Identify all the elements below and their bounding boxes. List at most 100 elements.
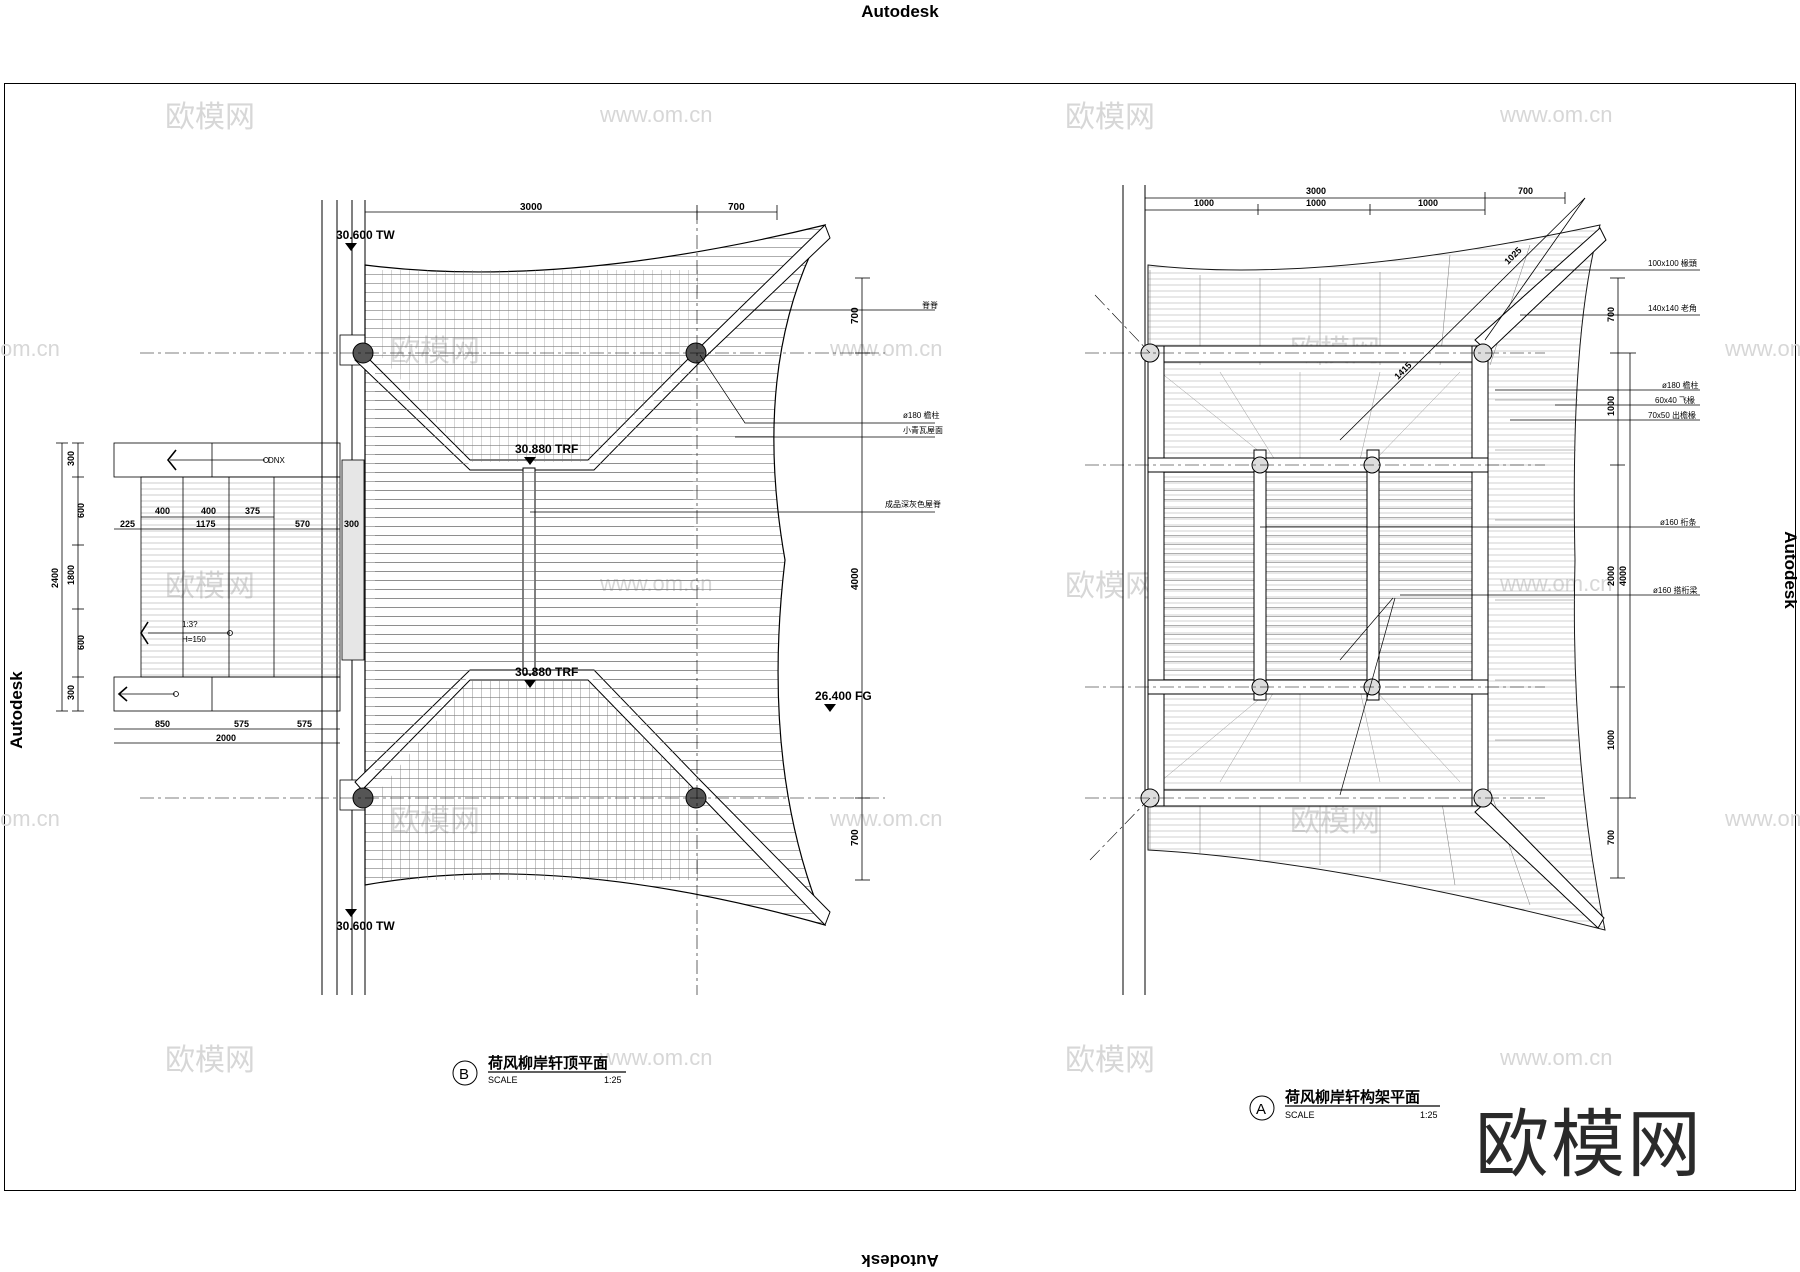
svg-text:荷风柳岸轩顶平面: 荷风柳岸轩顶平面 (488, 1054, 608, 1072)
site-watermark: www.om.cn (829, 336, 942, 361)
svg-text:400: 400 (201, 506, 216, 516)
right-dims-a (1610, 277, 1636, 879)
svg-text:700: 700 (728, 202, 745, 213)
top-dims-a (1144, 192, 1566, 215)
svg-text:700: 700 (1518, 186, 1533, 196)
svg-text:300: 300 (66, 685, 76, 700)
site-watermark: www.om.cn (1499, 102, 1612, 127)
svg-text:1175: 1175 (196, 519, 216, 529)
svg-text:30.880 TRF: 30.880 TRF (515, 442, 578, 456)
site-watermark: om.cn (0, 806, 60, 831)
brand-logo-text: 欧模网 (1475, 1102, 1703, 1188)
drawing-frame (4, 83, 1796, 1191)
svg-text:3000: 3000 (520, 202, 543, 213)
plan-a-framing: 3000 700 1000 1000 1000 1025 1415 (1085, 185, 1700, 1121)
elevation-markers: 30.600 TW 30.880 TRF 30.880 TRF 26.400 F… (336, 228, 872, 933)
site-watermark: om.cn (0, 336, 60, 361)
right-dim-labels: 700 4000 700 (850, 307, 861, 846)
svg-text:700: 700 (850, 307, 861, 324)
svg-text:SCALE: SCALE (1285, 1110, 1315, 1120)
svg-text:小青瓦屋面: 小青瓦屋面 (903, 425, 943, 435)
watermark-top: Autodesk (861, 2, 939, 21)
svg-text:700: 700 (1606, 830, 1616, 845)
svg-text:1000: 1000 (1418, 198, 1438, 208)
svg-text:575: 575 (234, 719, 249, 729)
svg-text:ø160 搭桁梁: ø160 搭桁梁 (1653, 585, 1697, 595)
svg-text:3000: 3000 (1306, 186, 1326, 196)
logo-watermark: 欧模网 (165, 1044, 255, 1077)
centerlines-a (1085, 294, 1545, 861)
stair-left-dim-labels: 300 600 1800 600 300 2400 (50, 451, 86, 700)
plan-a-title-block: A 荷风柳岸轩构架平面 SCALE 1:25 (1249, 1088, 1440, 1121)
svg-text:ø180 檐柱: ø180 檐柱 (1662, 380, 1698, 390)
site-watermark: www.om.cn (1724, 336, 1800, 361)
svg-text:300: 300 (344, 519, 359, 529)
svg-text:ø160 桁条: ø160 桁条 (1660, 517, 1696, 527)
svg-text:300: 300 (66, 451, 76, 466)
stair-plan (113, 442, 341, 712)
site-watermark: www.om.cn (1724, 806, 1800, 831)
svg-text:140x140 老角: 140x140 老角 (1648, 303, 1697, 313)
top-dim-labels-a: 3000 700 1000 1000 1000 (1194, 186, 1533, 208)
stair-left-dims (56, 442, 84, 712)
svg-text:荷风柳岸轩构架平面: 荷风柳岸轩构架平面 (1285, 1088, 1420, 1106)
right-dim-labels-a: 700 1000 2000 4000 1000 700 (1606, 307, 1628, 845)
svg-text:1:25: 1:25 (604, 1075, 622, 1085)
plan-b-title-block: B 荷风柳岸轩顶平面 SCALE 1:25 (452, 1054, 626, 1086)
inner-fans (1159, 371, 1461, 783)
svg-text:375: 375 (245, 506, 260, 516)
note-leaders-a (1260, 269, 1700, 796)
svg-text:1000: 1000 (1606, 396, 1616, 416)
notes: 脊脊 ø180 檐柱 小青瓦屋面 成品深灰色屋脊 (885, 300, 943, 509)
columns (352, 342, 707, 809)
notes-a: 100x100 椽頭 140x140 老角 ø180 檐柱 60x40 飞椽 7… (1648, 258, 1698, 595)
svg-text:H=150: H=150 (182, 635, 206, 644)
svg-text:570: 570 (295, 519, 310, 529)
svg-text:26.400 FG: 26.400 FG (815, 689, 872, 703)
svg-text:DNX: DNX (268, 456, 286, 465)
svg-text:30.880 TRF: 30.880 TRF (515, 665, 578, 679)
svg-text:700: 700 (1606, 307, 1616, 322)
svg-text:400: 400 (155, 506, 170, 516)
note-leaders (530, 309, 935, 513)
svg-text:成品深灰色屋脊: 成品深灰色屋脊 (885, 499, 941, 509)
plan-b-roof: 3000 700 700 4000 700 脊脊 ø180 檐柱 小青瓦屋面 (50, 200, 943, 1086)
svg-text:600: 600 (76, 503, 86, 518)
svg-text:4000: 4000 (1618, 566, 1628, 586)
svg-text:ø180 檐柱: ø180 檐柱 (903, 410, 939, 420)
svg-text:600: 600 (76, 635, 86, 650)
svg-text:脊脊: 脊脊 (922, 300, 938, 310)
svg-text:30.600 TW: 30.600 TW (336, 228, 395, 242)
logo-watermark: 欧模网 (1065, 101, 1155, 134)
svg-text:70x50 出檐椽: 70x50 出檐椽 (1648, 410, 1696, 420)
logo-watermark: 欧模网 (1065, 1044, 1155, 1077)
site-watermark: www.om.cn (599, 1045, 712, 1070)
svg-text:30.600 TW: 30.600 TW (336, 919, 395, 933)
svg-text:A: A (1256, 1101, 1266, 1118)
svg-text:1000: 1000 (1194, 198, 1214, 208)
svg-text:850: 850 (155, 719, 170, 729)
svg-text:SCALE: SCALE (488, 1075, 518, 1085)
svg-text:2400: 2400 (50, 568, 60, 588)
site-watermark: www.om.cn (599, 102, 712, 127)
svg-text:1:25: 1:25 (1420, 1110, 1438, 1120)
right-dimensions (855, 277, 870, 881)
logo-watermark: 欧模网 (165, 101, 255, 134)
svg-text:B: B (459, 1066, 469, 1083)
site-watermark: www.om.cn (1499, 1045, 1612, 1070)
svg-text:1000: 1000 (1306, 198, 1326, 208)
svg-text:60x40 飞椽: 60x40 飞椽 (1655, 395, 1695, 405)
top-dim-labels: 3000 700 (520, 202, 745, 213)
svg-text:1800: 1800 (66, 565, 76, 585)
svg-text:1:3?: 1:3? (182, 620, 198, 629)
diag-dims (1339, 197, 1586, 441)
svg-text:225: 225 (120, 519, 135, 529)
svg-text:1000: 1000 (1606, 730, 1616, 750)
wall-lines-a (1122, 185, 1146, 995)
svg-text:2000: 2000 (1606, 566, 1616, 586)
svg-text:700: 700 (850, 829, 861, 846)
svg-text:100x100 椽頭: 100x100 椽頭 (1648, 258, 1697, 268)
logo-watermark: 欧模网 (1065, 570, 1155, 603)
centerlines (140, 210, 885, 995)
